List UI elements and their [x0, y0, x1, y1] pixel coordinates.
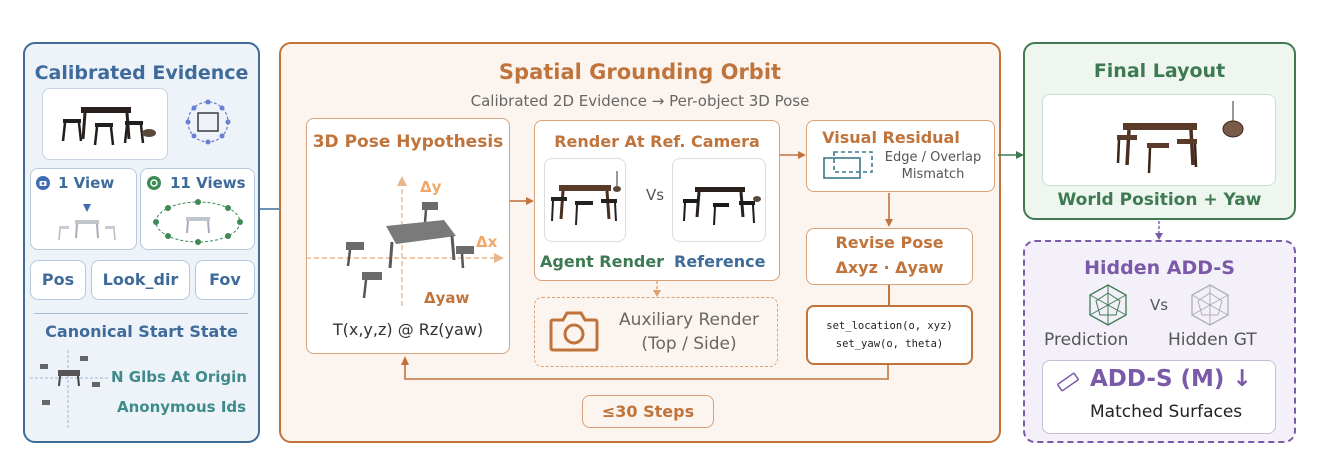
final-layout-caption: World Position + Yaw [1057, 190, 1262, 210]
hidden-adds-title: Hidden ADD-S [1084, 257, 1235, 279]
eleven-views-label: 11 Views [170, 174, 246, 192]
canonical-line-2: Anonymous Ids [117, 398, 247, 416]
agent-render-label: Agent Render [540, 252, 665, 271]
residual-line-1: Edge / Overlap [884, 150, 982, 165]
matched-surfaces-label: Matched Surfaces [1090, 402, 1243, 422]
pos-label: Pos [41, 270, 75, 289]
origin-objects-scene [30, 350, 110, 428]
delta-x-label: Δx [476, 233, 498, 251]
render-ref-camera-title: Render At Ref. Camera [554, 132, 760, 151]
auxiliary-line-1: Auxiliary Render [618, 310, 760, 330]
prediction-label: Prediction [1044, 330, 1129, 350]
revise-pose-card [806, 228, 973, 285]
pose-axes-diagram [306, 176, 504, 306]
fov-chip [195, 260, 255, 300]
one-view-card [30, 168, 137, 250]
ground-truth-mesh-icon [1191, 284, 1229, 326]
residual-line-2: Mismatch [901, 167, 965, 182]
fov-label: Fov [209, 270, 241, 289]
code-box [806, 305, 973, 365]
steps-badge [582, 395, 714, 428]
camera-badge-icon [36, 176, 50, 190]
prediction-mesh-icon [1089, 284, 1127, 326]
pos-chip [30, 260, 86, 300]
visual-residual-title: Visual Residual [822, 128, 960, 147]
reference-render-image [672, 158, 766, 242]
revise-pose-title: Revise Pose [835, 233, 944, 252]
loop-back-arrow [401, 356, 889, 380]
revise-pose-delta: Δxyz · Δyaw [835, 258, 944, 277]
final-layout-title: Final Layout [1093, 60, 1226, 82]
visual-residual-card [806, 120, 995, 192]
one-view-label: 1 View [58, 174, 115, 192]
steps-label: ≤30 Steps [601, 402, 695, 421]
hidden-vs-label: Vs [1150, 296, 1169, 314]
residual-to-revise-arrow [885, 193, 893, 227]
agent-render-image [544, 158, 626, 242]
auxiliary-render-card [534, 297, 778, 367]
code-line-1: set_location(o, xyz) [826, 320, 953, 332]
pose-hypothesis-card [306, 118, 510, 354]
transform-label: T(x,y,z) @ Rz(yaw) [332, 320, 484, 339]
canonical-start-title: Canonical Start State [45, 322, 238, 341]
reference-label: Reference [674, 252, 766, 271]
evidence-divider [34, 313, 248, 314]
multi-camera-badge-icon [147, 176, 161, 190]
dining-set-thumbnail [61, 107, 156, 146]
final-layout-image [1042, 94, 1276, 186]
camera-icon [549, 311, 599, 352]
render-to-residual-arrow [780, 151, 806, 159]
delta-yaw-label: Δyaw [424, 289, 470, 307]
canonical-line-1: N Glbs At Origin [111, 368, 247, 386]
auxiliary-line-2: (Top / Side) [641, 334, 737, 354]
metric-card [1042, 360, 1276, 434]
revise-to-code-line [888, 285, 890, 305]
reference-render-thumbnail [683, 187, 761, 226]
floorplan-icon [185, 99, 231, 145]
final-to-hidden-arrow [1155, 221, 1163, 240]
look-dir-chip [91, 260, 190, 300]
agent-render-thumbnail [551, 171, 621, 226]
pose-hypothesis-title: 3D Pose Hypothesis [312, 132, 504, 152]
look-dir-label: Look_dir [102, 270, 179, 289]
render-vs-label: Vs [646, 186, 665, 204]
eleven-views-scene [153, 199, 243, 245]
orbit-subtitle: Calibrated 2D Evidence → Per-object 3D P… [470, 92, 810, 110]
final-layout-thumbnail [1116, 101, 1244, 174]
orbit-title: Spatial Grounding Orbit [498, 60, 782, 84]
render-to-auxiliary-arrow [653, 281, 661, 297]
orbit-to-final-arrow [998, 151, 1024, 159]
one-view-scene [58, 204, 116, 241]
reference-image-card [42, 88, 168, 160]
delta-y-label: Δy [420, 178, 442, 196]
hidden-gt-label: Hidden GT [1168, 330, 1257, 350]
metric-label: ADD-S (M) ↓ [1090, 366, 1252, 392]
mismatch-icon [823, 151, 873, 179]
calibrated-evidence-title: Calibrated Evidence [34, 62, 249, 84]
code-line-2: set_yaw(o, theta) [835, 338, 944, 350]
ruler-icon [1057, 372, 1079, 392]
hypothesis-to-render-arrow [510, 197, 534, 205]
